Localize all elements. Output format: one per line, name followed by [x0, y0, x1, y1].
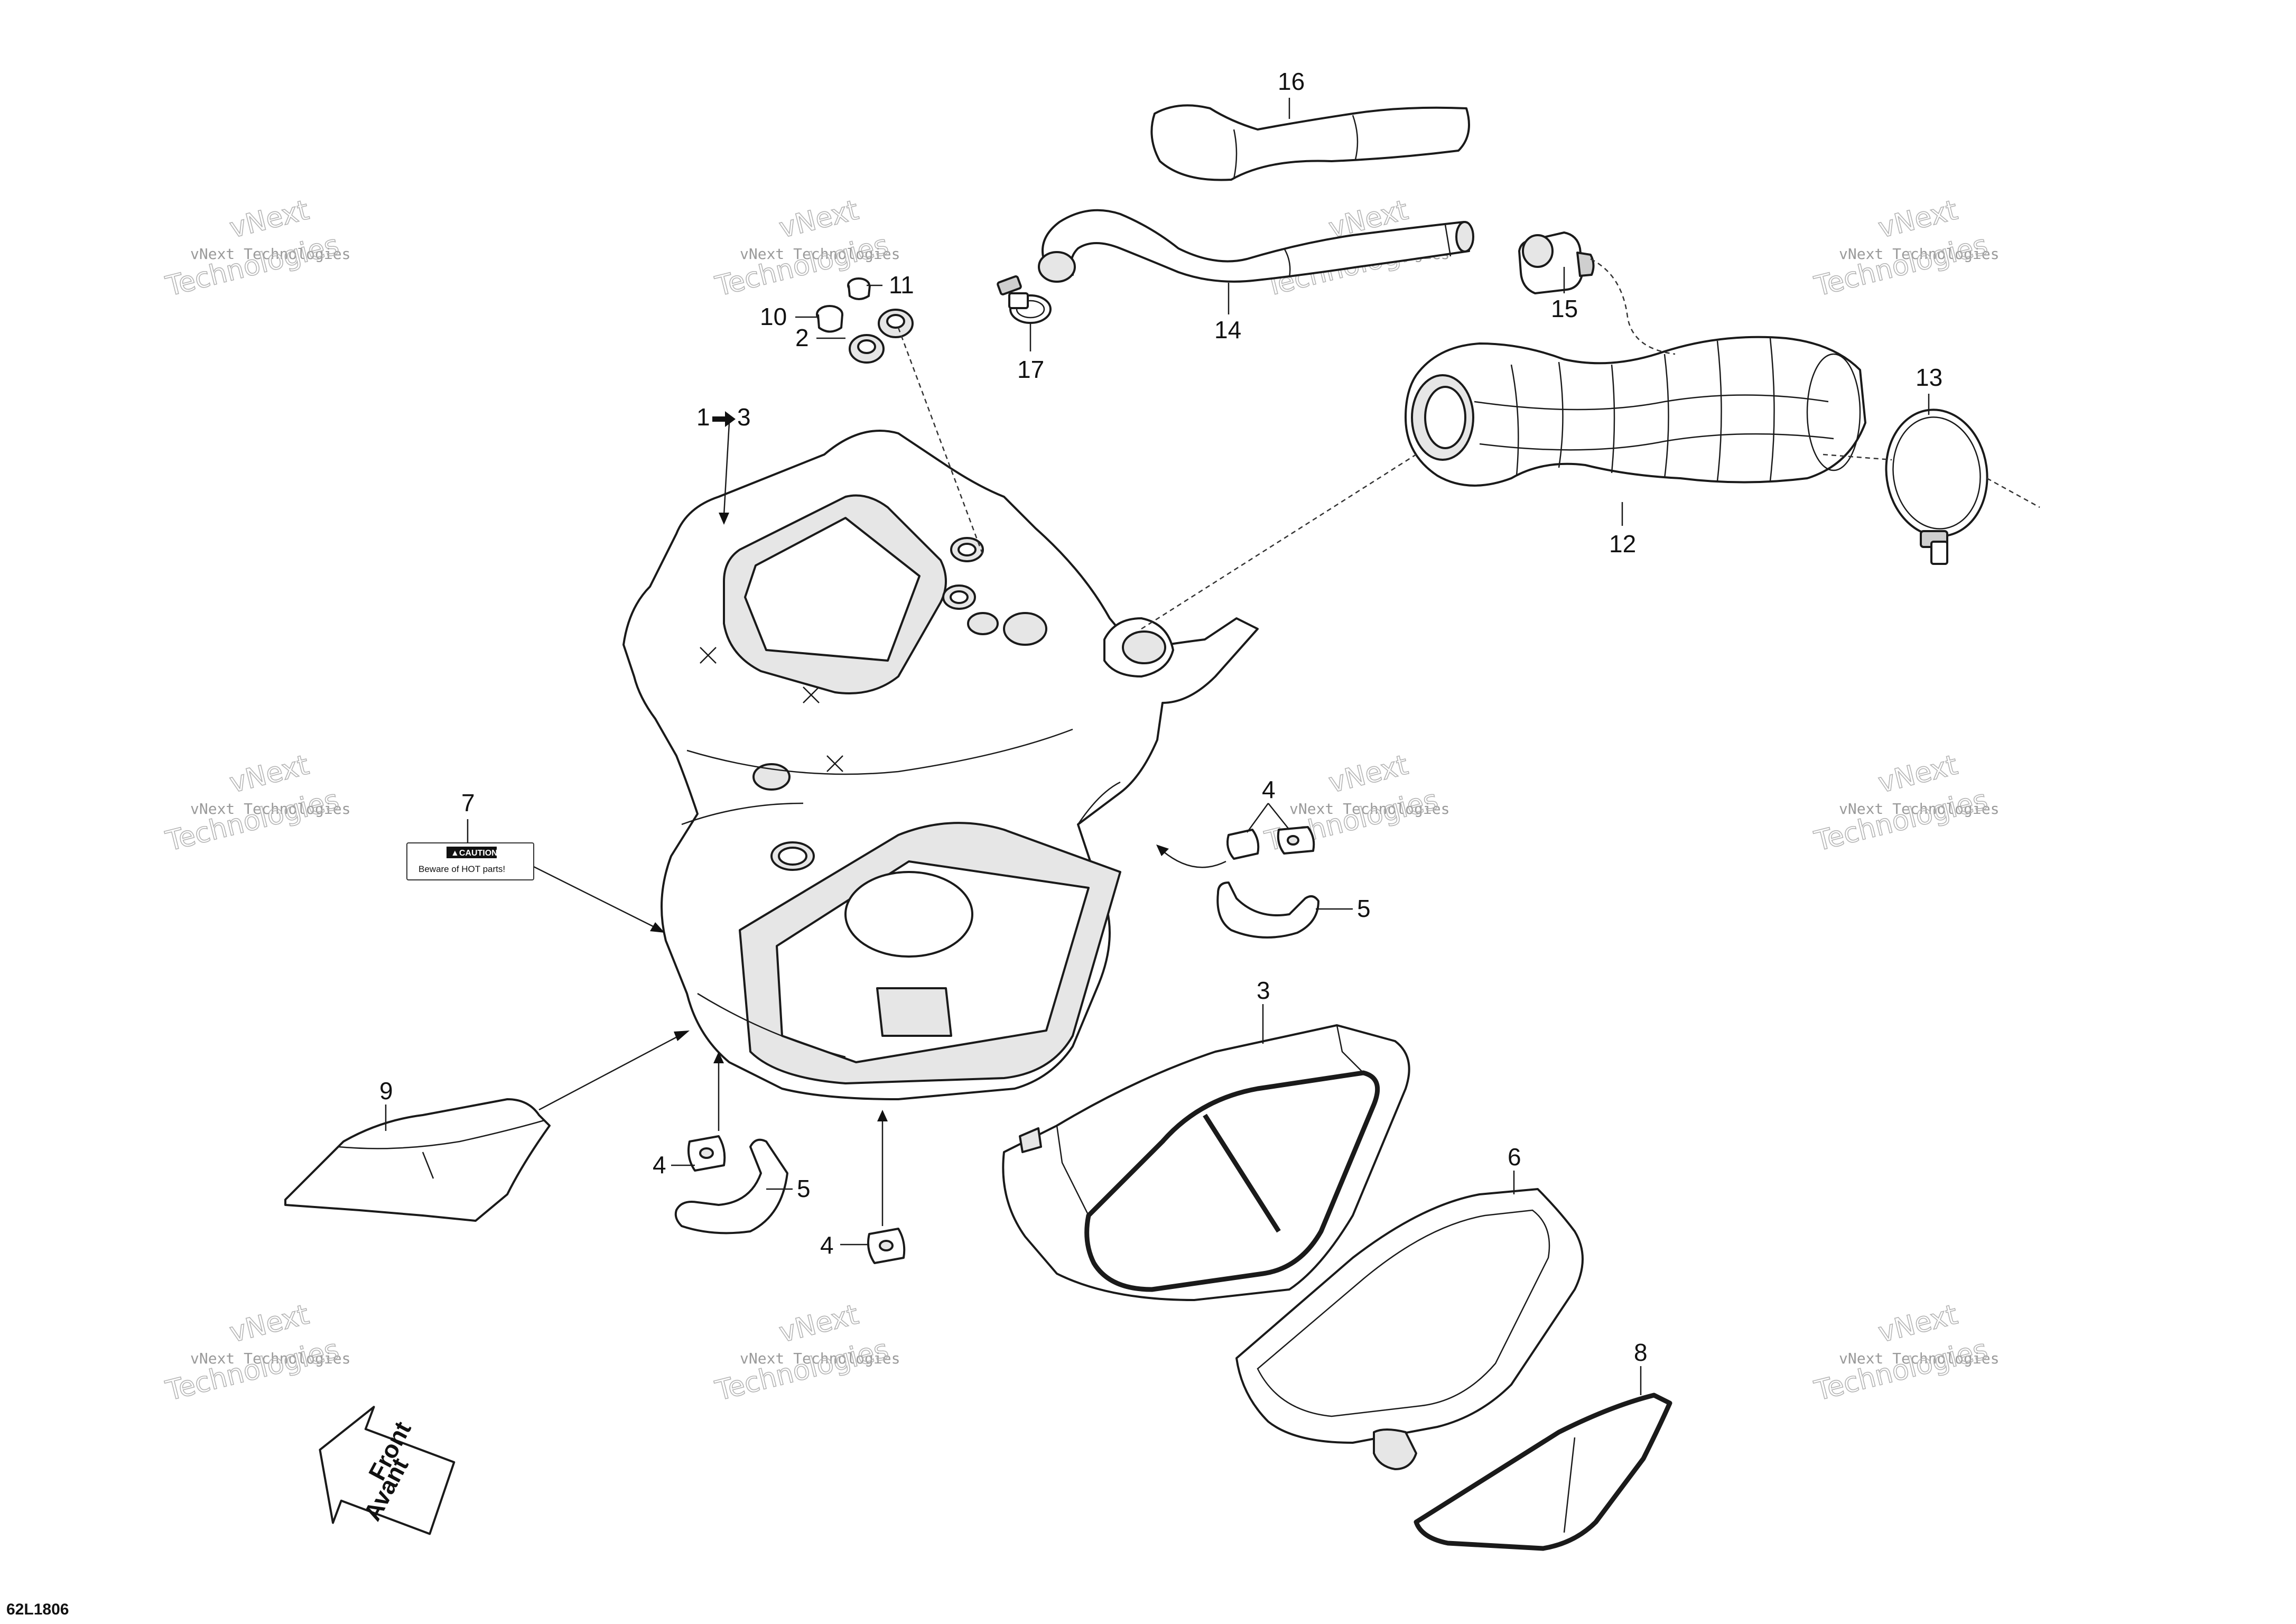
- callout-5-upper: 5: [1357, 895, 1371, 922]
- callout-9: 9: [379, 1077, 393, 1105]
- watermark-text: vNext Technologies: [1289, 800, 1449, 818]
- watermark-text-large: Technologies: [1811, 784, 1991, 858]
- diagram-code: 62L1806: [6, 1601, 69, 1618]
- callout-13: 13: [1916, 364, 1942, 391]
- watermark-mark: vNext: [1326, 749, 1411, 800]
- leader-4-upper: [1246, 803, 1290, 833]
- callout-11: 11: [889, 271, 914, 299]
- callout-8: 8: [1634, 1339, 1648, 1366]
- callout-5-lower: 5: [797, 1175, 811, 1202]
- leader-1-3: [723, 422, 730, 516]
- callout-10: 10: [760, 303, 787, 330]
- watermark-text: vNext Technologies: [1839, 245, 1999, 263]
- callout-4-upper: 4: [1262, 776, 1276, 803]
- watermark-text-large: Technologies: [1811, 1334, 1991, 1407]
- arrow-4-upper: [1162, 850, 1226, 868]
- part-4-clip-upper: [1226, 826, 1315, 860]
- callout-4-lower-right: 4: [820, 1231, 834, 1259]
- callout-6: 6: [1508, 1143, 1521, 1171]
- callout-1-to-3: 1 3: [696, 403, 751, 431]
- watermark-mark: vNext: [1875, 1299, 1961, 1349]
- part-4-clip-lower-right: [867, 1228, 906, 1264]
- watermark-text-large: Technologies: [1811, 229, 1991, 303]
- watermark-text: vNext Technologies: [1839, 800, 1999, 818]
- arrow-1-3-head: [719, 513, 729, 525]
- part-5-bracket-upper: [1216, 881, 1319, 939]
- callout-2: 2: [795, 324, 809, 351]
- watermark: vNext vNext Technologies Technologies: [162, 194, 351, 303]
- watermark-text-large: Technologies: [163, 229, 342, 303]
- leader-lines: [385, 98, 2040, 1395]
- part-2-grommets: [849, 309, 914, 364]
- part-8-filter-frame: [1414, 1393, 1672, 1551]
- watermark-text: vNext Technologies: [190, 245, 350, 263]
- callout-16: 16: [1278, 68, 1305, 95]
- callout-3: 3: [1257, 977, 1270, 1004]
- dashed-leader: [897, 327, 984, 555]
- watermark-mark: vNext: [776, 194, 862, 245]
- watermark: vNext vNext Technologies Technologies: [1811, 1298, 2000, 1408]
- arrow-7: [533, 866, 656, 929]
- part-6-filter-cover: [1235, 1188, 1584, 1470]
- part-7-caution-label: ▲CAUTION Beware of HOT parts!: [406, 842, 534, 880]
- part-10-plug: [816, 305, 843, 333]
- dashed-leader: [1823, 453, 1892, 461]
- watermark-mark: vNext: [227, 749, 312, 800]
- callout-7: 7: [461, 789, 475, 816]
- callout-1: 1: [696, 403, 710, 431]
- arrow-4-upper-head: [1156, 845, 1169, 856]
- watermark: vNext vNext Technologies Technologies: [712, 194, 900, 303]
- watermark: vNext vNext Technologies Technologies: [712, 1298, 900, 1408]
- callout-14: 14: [1214, 316, 1241, 344]
- part-11-plug: [847, 277, 871, 300]
- watermark: vNext vNext Technologies Technologies: [1811, 749, 2000, 858]
- arrow-4-right-head: [877, 1110, 888, 1121]
- watermark-text: vNext Technologies: [190, 1350, 350, 1367]
- callout-4-lower-left: 4: [653, 1151, 666, 1178]
- watermark: vNext vNext Technologies Technologies: [1811, 194, 2000, 303]
- part-12-intake-duct: [1405, 336, 1866, 487]
- watermark-text: vNext Technologies: [190, 800, 350, 818]
- watermark-mark: vNext: [1875, 749, 1961, 800]
- arrow-9: [538, 1035, 680, 1111]
- dashed-leader: [1986, 477, 2040, 508]
- watermark-mark: vNext: [1875, 194, 1961, 245]
- part-17-clamp: [997, 275, 1052, 324]
- part-4-clip-lower-left: [687, 1135, 726, 1172]
- callout-3-range-end: 3: [737, 403, 751, 431]
- part-5-bracket-lower: [674, 1138, 788, 1235]
- part-16-hose: [1150, 104, 1470, 181]
- part-15-fitting: [1518, 231, 1595, 294]
- callout-17: 17: [1017, 356, 1044, 383]
- callout-12: 12: [1609, 530, 1636, 558]
- arrow-4-left-head: [713, 1052, 724, 1063]
- airbox-housing: [622, 430, 1259, 1100]
- front-direction-arrow: Front Avant: [319, 1406, 456, 1535]
- watermark-mark: vNext: [776, 1299, 862, 1349]
- part-9-heat-shield: [284, 1098, 551, 1222]
- part-3-filter-housing: [1002, 1024, 1410, 1301]
- callout-15: 15: [1551, 295, 1578, 322]
- watermark-text-large: Technologies: [163, 784, 342, 858]
- watermark-text-large: Technologies: [712, 1334, 892, 1407]
- watermark-text-large: Technologies: [163, 1334, 342, 1407]
- callout-labels: 16 10 11 14 15 17 2 1 3 13 12 7 4 5 3 9 …: [379, 68, 1942, 1366]
- watermark-text: vNext Technologies: [740, 245, 900, 263]
- watermark-text: vNext Technologies: [740, 1350, 900, 1367]
- part-14-breather-tube: [1038, 209, 1474, 283]
- caution-label-text: Beware of HOT parts!: [419, 864, 505, 874]
- arrow-9-head: [674, 1031, 690, 1041]
- dashed-leader: [1590, 258, 1676, 355]
- watermark-text: vNext Technologies: [1839, 1350, 1999, 1367]
- watermark: vNext vNext Technologies Technologies: [162, 1298, 351, 1408]
- caution-label-header: ▲CAUTION: [451, 849, 498, 858]
- watermark: vNext vNext Technologies Technologies: [162, 749, 351, 858]
- watermark-mark: vNext: [227, 194, 312, 245]
- arrow-7-head: [650, 922, 665, 933]
- watermark-mark: vNext: [227, 1299, 312, 1349]
- dashed-leader: [1141, 453, 1417, 630]
- part-13-clamp-ring: [1885, 409, 1988, 565]
- arrow-right-icon: [712, 411, 736, 427]
